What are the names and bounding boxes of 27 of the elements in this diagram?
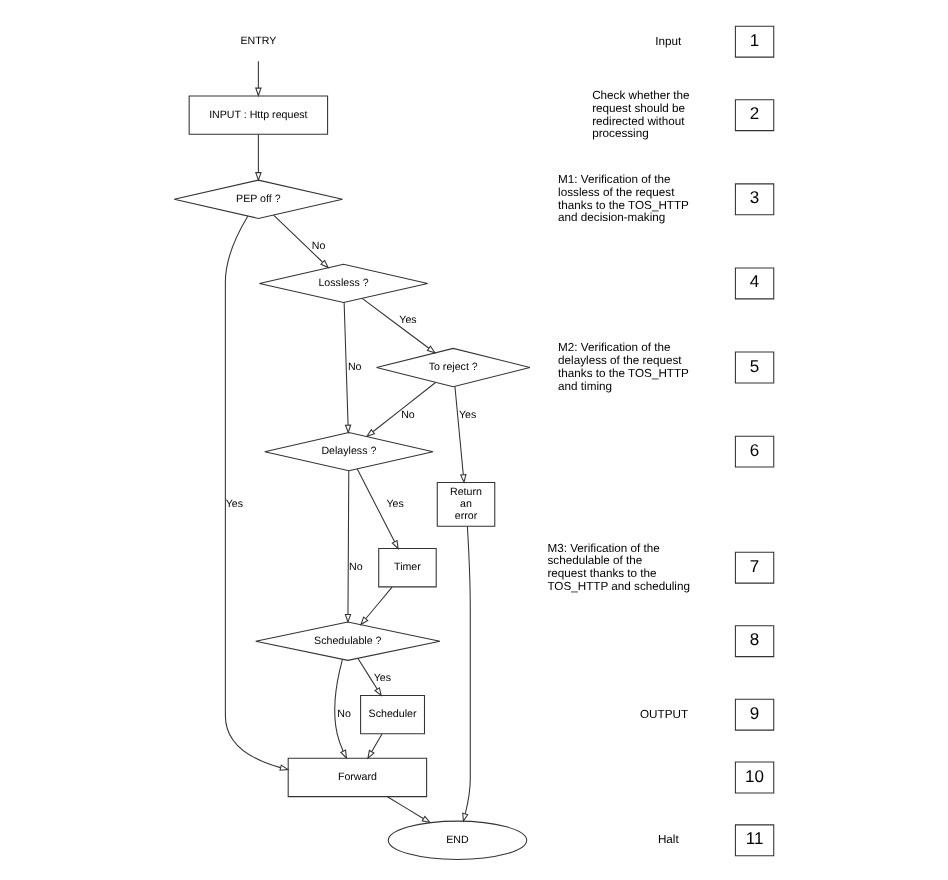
arrow xyxy=(224,214,290,770)
arrow xyxy=(344,469,352,623)
node-box: 3 xyxy=(734,182,775,215)
node-box: 5 xyxy=(734,350,775,383)
node-box: 2 xyxy=(734,98,775,131)
arrow xyxy=(357,656,383,696)
arrow xyxy=(343,301,352,434)
node-box: 11 xyxy=(734,823,775,856)
arrow xyxy=(255,132,262,181)
arrow xyxy=(454,384,467,483)
node-box: 4 xyxy=(734,266,775,299)
arrow xyxy=(367,732,383,759)
node-box: 6 xyxy=(734,434,775,467)
arrow xyxy=(361,296,437,353)
arrow xyxy=(359,585,393,625)
node-box: 9 xyxy=(734,697,775,730)
node-box: 8 xyxy=(734,624,775,657)
arrow xyxy=(386,795,432,823)
arrow xyxy=(273,213,330,268)
arrow xyxy=(462,524,471,822)
node-box: 7 xyxy=(734,550,775,583)
node-box: 10 xyxy=(734,760,775,793)
arrow xyxy=(255,59,262,97)
arrow xyxy=(334,657,348,759)
arrow xyxy=(365,380,437,437)
arrow xyxy=(356,467,399,549)
node-box: 1 xyxy=(734,24,775,57)
